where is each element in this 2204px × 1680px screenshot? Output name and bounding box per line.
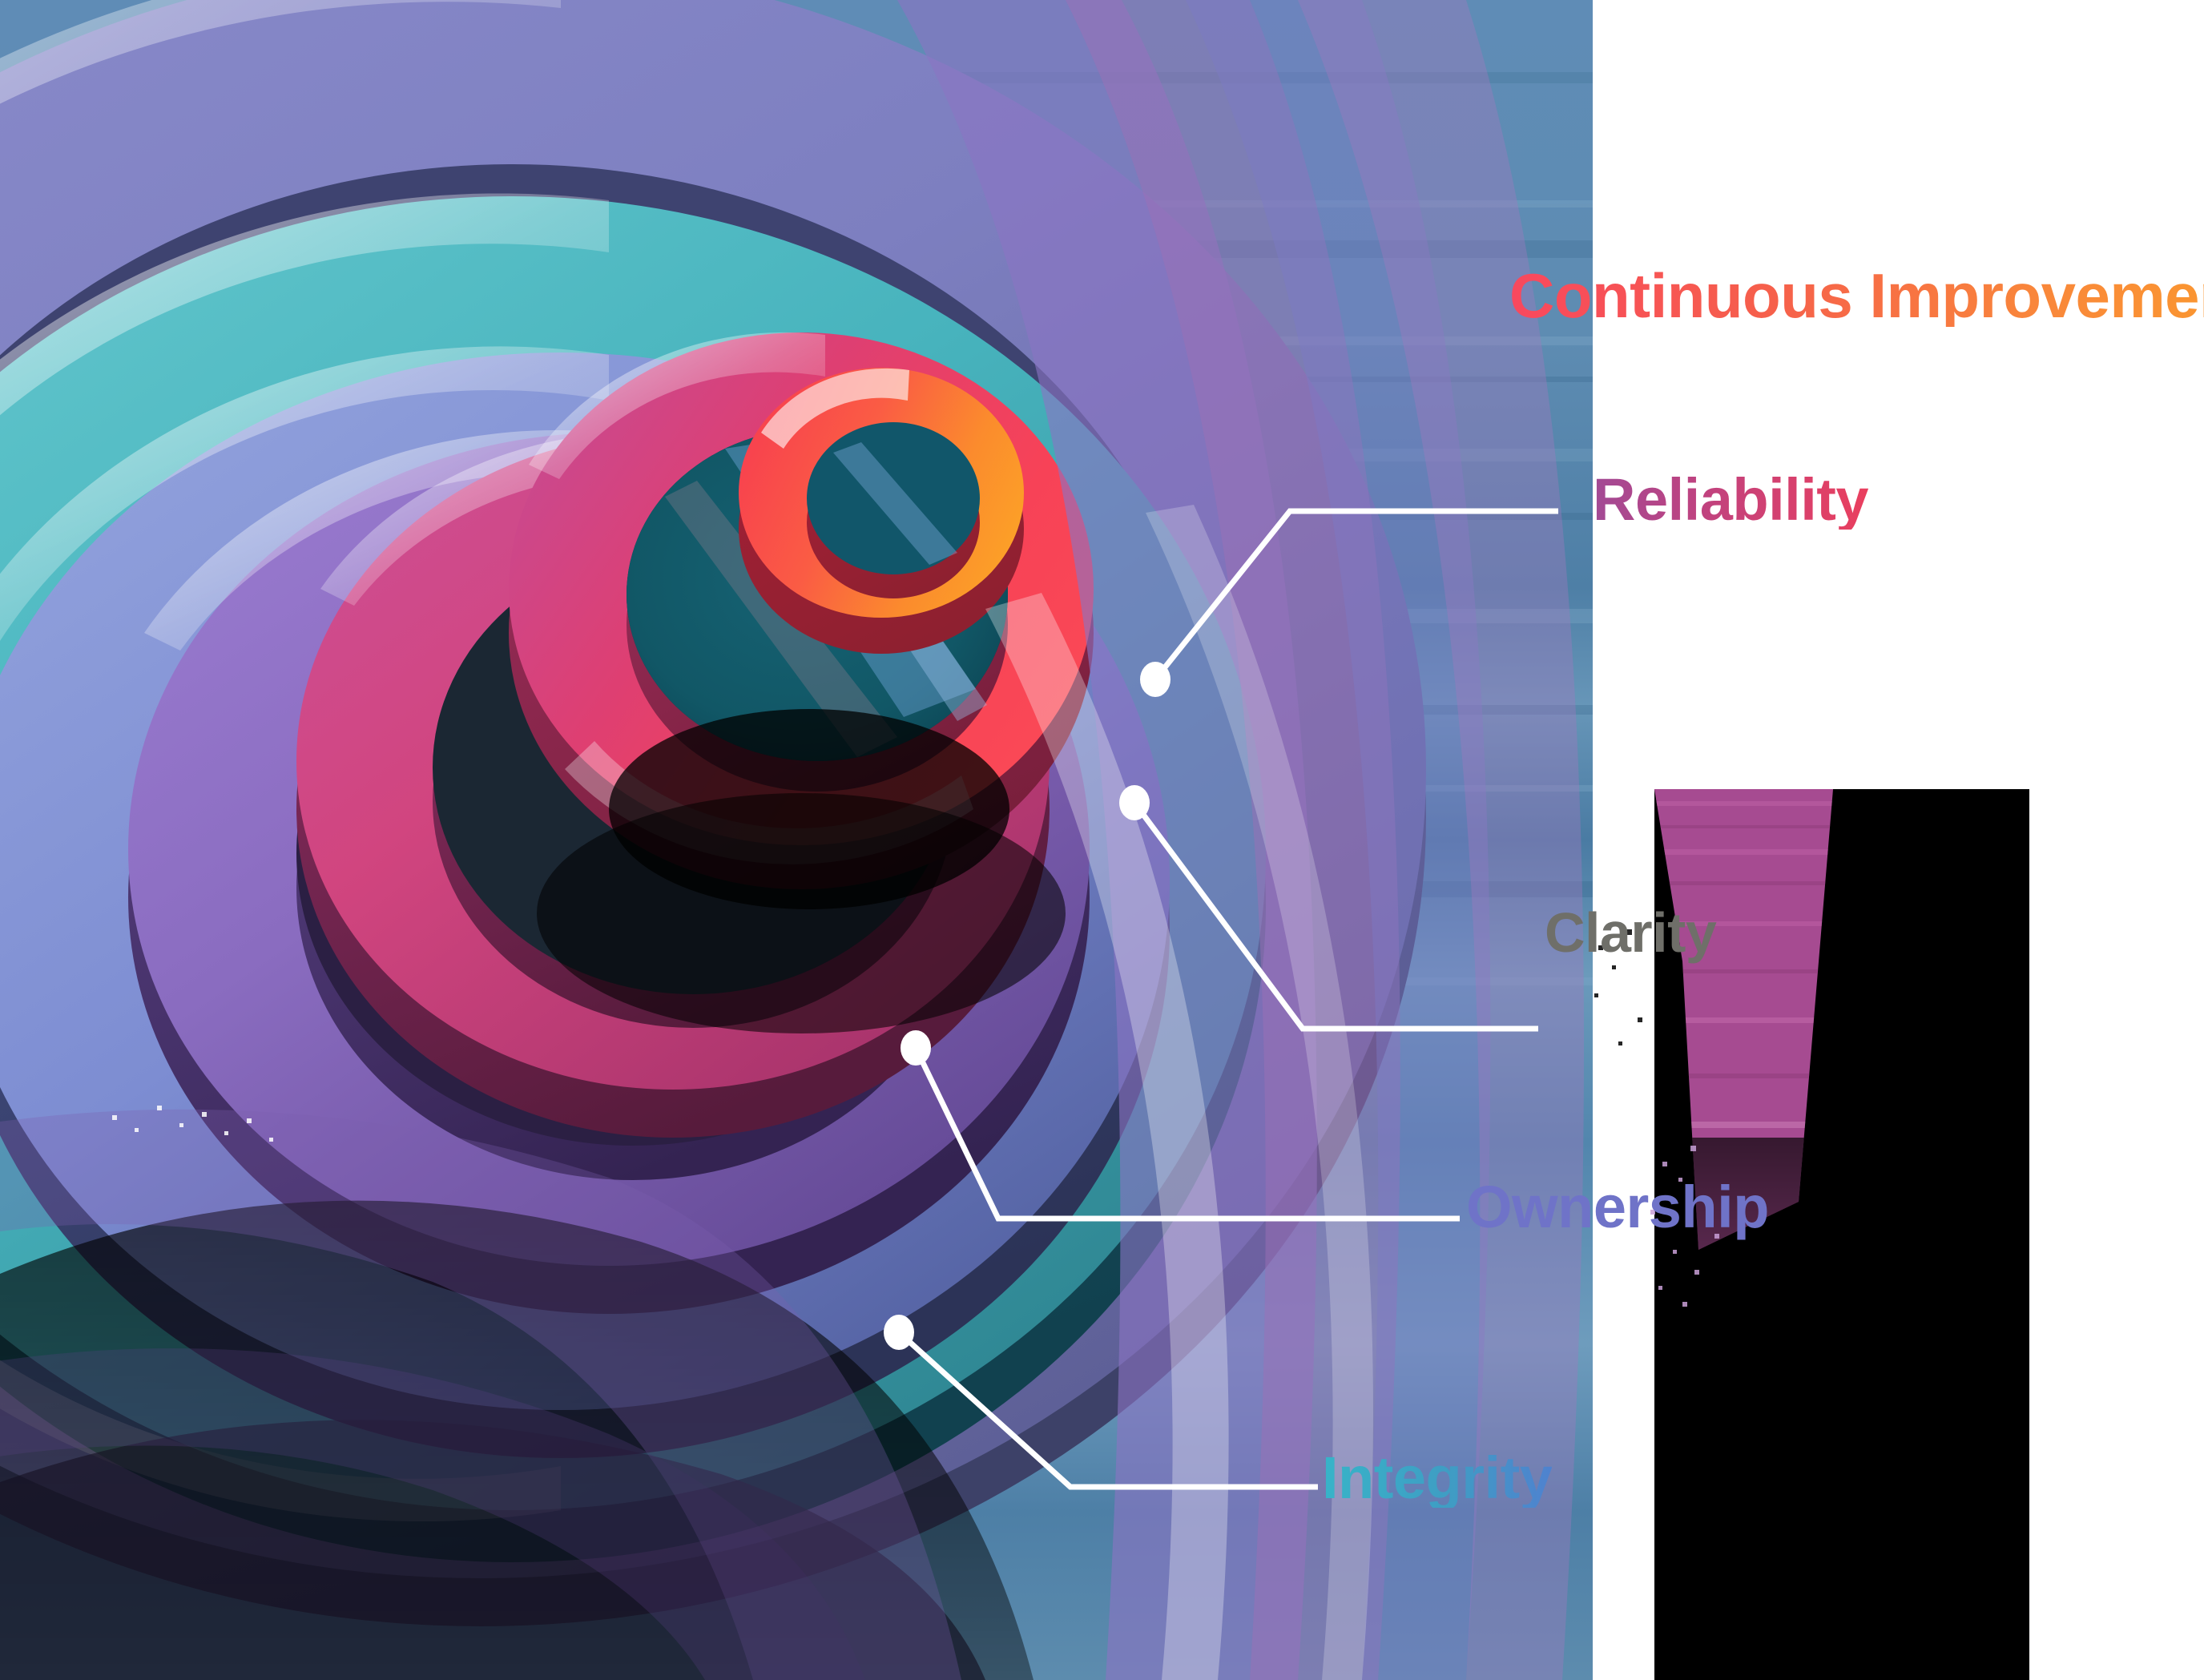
leader-line-ownership bbox=[913, 1046, 1460, 1222]
sweep-bands bbox=[897, 0, 1584, 1680]
core-shadow bbox=[537, 709, 1066, 1033]
callout-dot-ownership bbox=[901, 1030, 931, 1066]
speckle-edges bbox=[112, 929, 1719, 1307]
leader-lines bbox=[897, 508, 1558, 1490]
bottom-arcs bbox=[0, 1109, 961, 1680]
ring-stack bbox=[0, 0, 1584, 1680]
callout-label-integrity: Integrity bbox=[1322, 1444, 1553, 1511]
leader-line-clarity bbox=[1132, 800, 1538, 1032]
callout-label-clarity: Clarity bbox=[1545, 901, 1717, 964]
callout-dot-integrity bbox=[884, 1315, 914, 1350]
callout-dot-reliability bbox=[1140, 662, 1170, 697]
lower-shadow-layer bbox=[0, 1200, 1034, 1680]
leader-line-reliability bbox=[1153, 508, 1558, 682]
leader-line-integrity bbox=[897, 1330, 1318, 1490]
callout-label-ownership: Ownership bbox=[1466, 1174, 1769, 1240]
callout-label-continuous-improvement: Continuous Improvement bbox=[1509, 264, 2204, 327]
callout-label-reliability: Reliability bbox=[1593, 466, 1869, 533]
leader-dots bbox=[884, 662, 1170, 1350]
callout-dot-clarity bbox=[1119, 785, 1150, 820]
ring-red-orange bbox=[739, 368, 1024, 654]
